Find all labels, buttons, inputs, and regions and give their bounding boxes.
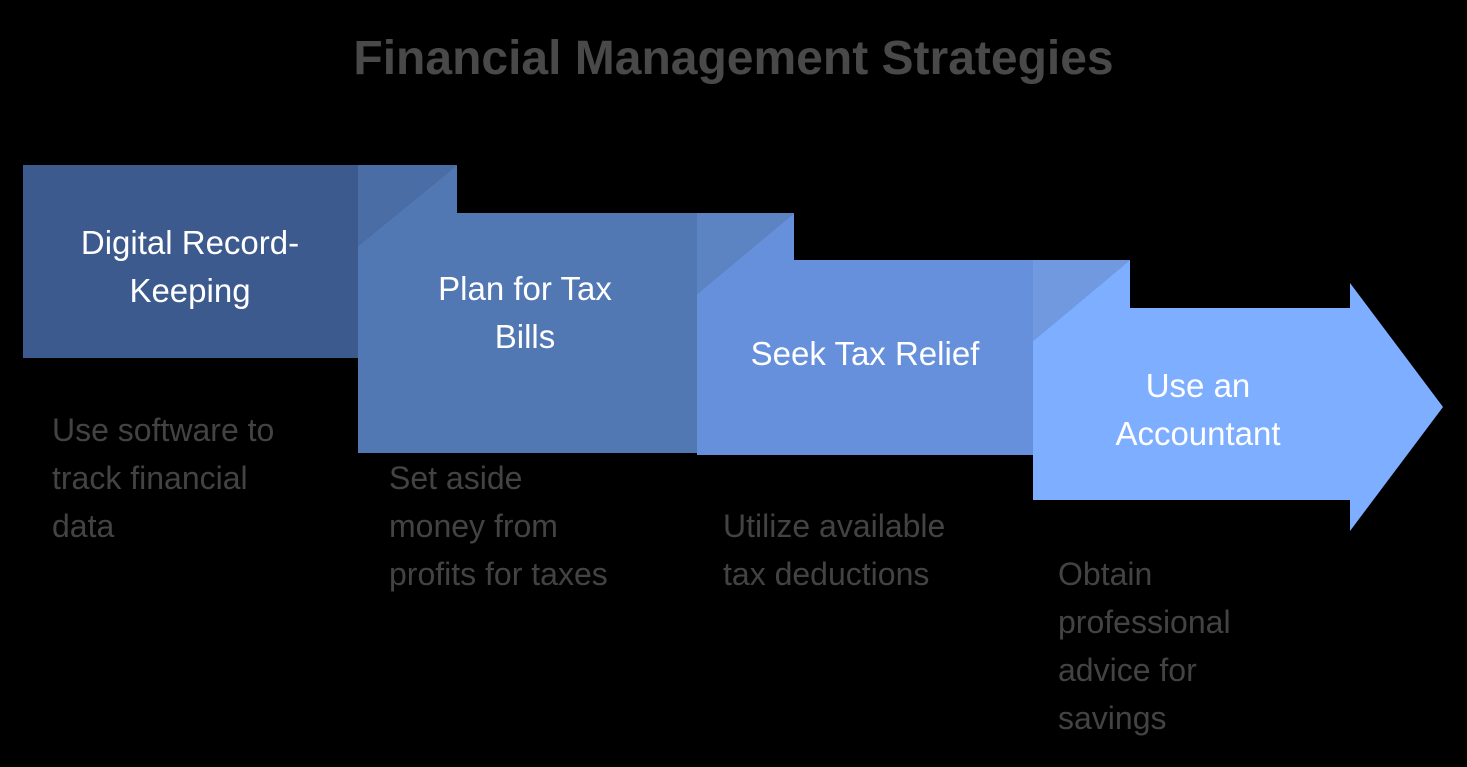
step-label-4: Use an Accountant xyxy=(1115,367,1281,452)
step-label-1: Digital Record- Keeping xyxy=(80,224,300,309)
page-title: Financial Management Strategies xyxy=(353,32,1114,85)
step-description-2: Set aside money from profits for taxes xyxy=(389,460,608,592)
step-label-3: Seek Tax Relief xyxy=(750,335,980,372)
step-description-4: Obtain professional advice for savings xyxy=(1058,556,1231,736)
step-label-2: Plan for Tax Bills xyxy=(438,270,612,355)
step-description-1: Use software to track financial data xyxy=(52,412,275,544)
step-description-3: Utilize available tax deductions xyxy=(723,508,946,592)
chevron-shape-step-2[interactable] xyxy=(358,165,794,453)
chevron-shape-step-1[interactable] xyxy=(23,165,457,358)
chevron-shape-step-3[interactable] xyxy=(697,213,1130,455)
chevron-shape-step-4[interactable] xyxy=(1033,260,1443,531)
